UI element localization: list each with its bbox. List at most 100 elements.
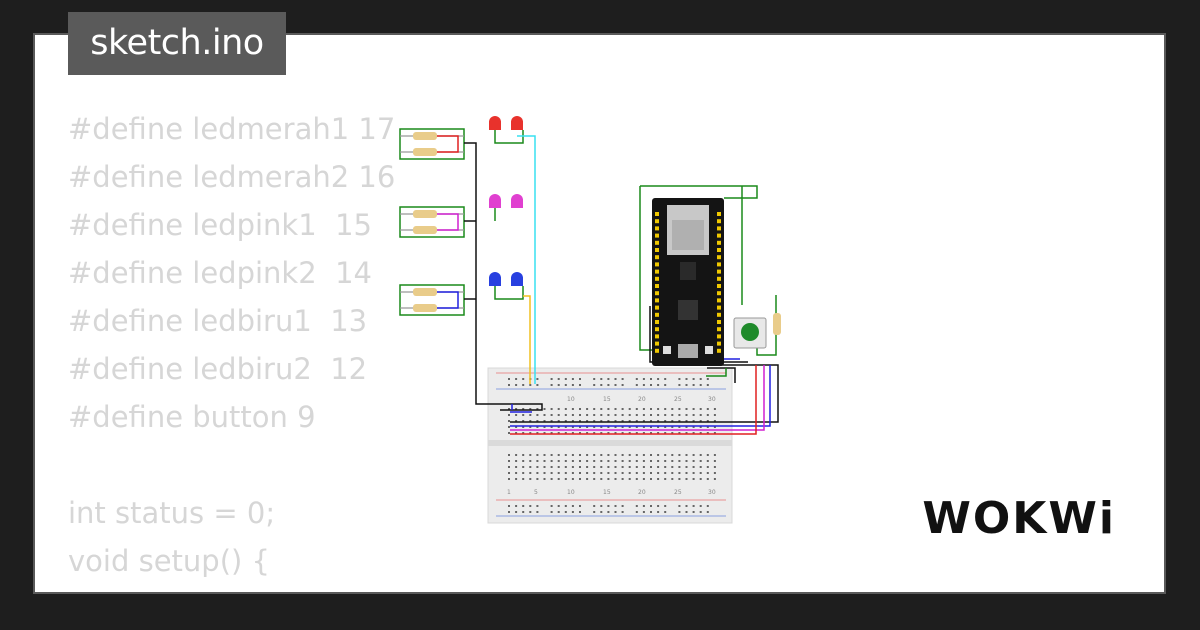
hole <box>515 384 518 386</box>
hole <box>650 378 652 380</box>
hole <box>655 298 659 303</box>
button-cap[interactable] <box>741 323 759 341</box>
hole <box>655 291 659 296</box>
hole <box>650 420 652 422</box>
hole <box>571 505 574 507</box>
hole <box>657 460 660 462</box>
hole <box>706 378 709 380</box>
breadboard[interactable]: 10 15 20 25 30 1 5 10 15 20 25 30 <box>487 367 733 524</box>
hole <box>706 454 709 456</box>
reset-button[interactable] <box>705 346 713 354</box>
hole <box>536 378 539 380</box>
bb-col-number: 20 <box>638 396 646 403</box>
hole <box>621 414 624 416</box>
pull-resistor[interactable] <box>773 313 781 335</box>
hole <box>717 269 721 274</box>
resistor[interactable] <box>413 148 437 156</box>
hole <box>628 460 631 462</box>
hole <box>571 460 574 462</box>
hole <box>536 384 539 386</box>
hole <box>664 505 667 507</box>
hole <box>543 432 546 434</box>
resistor[interactable] <box>413 226 437 234</box>
hole <box>515 408 518 410</box>
hole <box>692 466 695 468</box>
hole <box>650 505 652 507</box>
hole <box>699 378 702 380</box>
boot-button[interactable] <box>663 346 671 354</box>
hole <box>706 466 709 468</box>
hole <box>579 384 581 386</box>
hole <box>571 408 574 410</box>
hole <box>600 432 603 434</box>
hole <box>664 511 667 513</box>
wokwi-logo: WOKWi <box>922 493 1116 544</box>
hole <box>543 466 546 468</box>
hole <box>564 432 567 434</box>
resistor-group-blue[interactable] <box>399 284 465 316</box>
code-line: #define ledmerah2 16 <box>68 160 396 194</box>
resistor[interactable] <box>413 132 437 140</box>
hole <box>607 414 610 416</box>
resistor-group-red[interactable] <box>399 128 465 160</box>
hole <box>600 511 603 513</box>
hole <box>579 432 581 434</box>
hole <box>508 511 510 513</box>
hole <box>522 420 525 422</box>
hole <box>600 408 603 410</box>
hole <box>571 466 574 468</box>
hole <box>600 378 603 380</box>
hole <box>557 472 560 474</box>
hole <box>593 472 596 474</box>
hole <box>550 466 553 468</box>
hole <box>628 478 631 480</box>
push-button[interactable] <box>733 317 767 349</box>
hole <box>600 454 603 456</box>
hole <box>522 432 525 434</box>
hole <box>655 305 659 310</box>
hole <box>607 408 610 410</box>
hole <box>664 432 667 434</box>
hole <box>692 414 695 416</box>
hole <box>571 511 574 513</box>
hole <box>699 408 702 410</box>
hole <box>515 472 518 474</box>
hole <box>522 408 525 410</box>
hole <box>557 478 560 480</box>
hole <box>529 432 532 434</box>
resistor-group-pink[interactable] <box>399 206 465 238</box>
hole <box>699 426 702 428</box>
hole <box>685 454 688 456</box>
hole <box>550 426 553 428</box>
led-pink-pair[interactable] <box>489 194 523 208</box>
hole <box>557 466 560 468</box>
hole <box>717 327 721 332</box>
hole <box>671 460 674 462</box>
hole <box>536 511 539 513</box>
led-red-pair[interactable] <box>489 116 523 130</box>
hole <box>650 460 652 462</box>
hole <box>713 454 716 456</box>
hole <box>699 384 702 386</box>
hole <box>564 384 567 386</box>
resistor[interactable] <box>413 210 437 218</box>
hole <box>664 378 667 380</box>
hole <box>655 219 659 224</box>
hole <box>635 420 638 422</box>
hole <box>628 408 631 410</box>
hole <box>635 460 638 462</box>
esp32-board[interactable] <box>652 198 724 366</box>
hole <box>579 408 581 410</box>
bb-col-number: 1 <box>507 489 511 496</box>
hole <box>706 511 709 513</box>
hole <box>657 384 660 386</box>
hole <box>671 408 674 410</box>
hole <box>550 511 553 513</box>
hole <box>550 384 553 386</box>
usb-port <box>678 344 698 358</box>
led-blue-pair[interactable] <box>489 272 523 286</box>
resistor[interactable] <box>413 304 437 312</box>
resistor[interactable] <box>413 288 437 296</box>
hole <box>564 472 567 474</box>
